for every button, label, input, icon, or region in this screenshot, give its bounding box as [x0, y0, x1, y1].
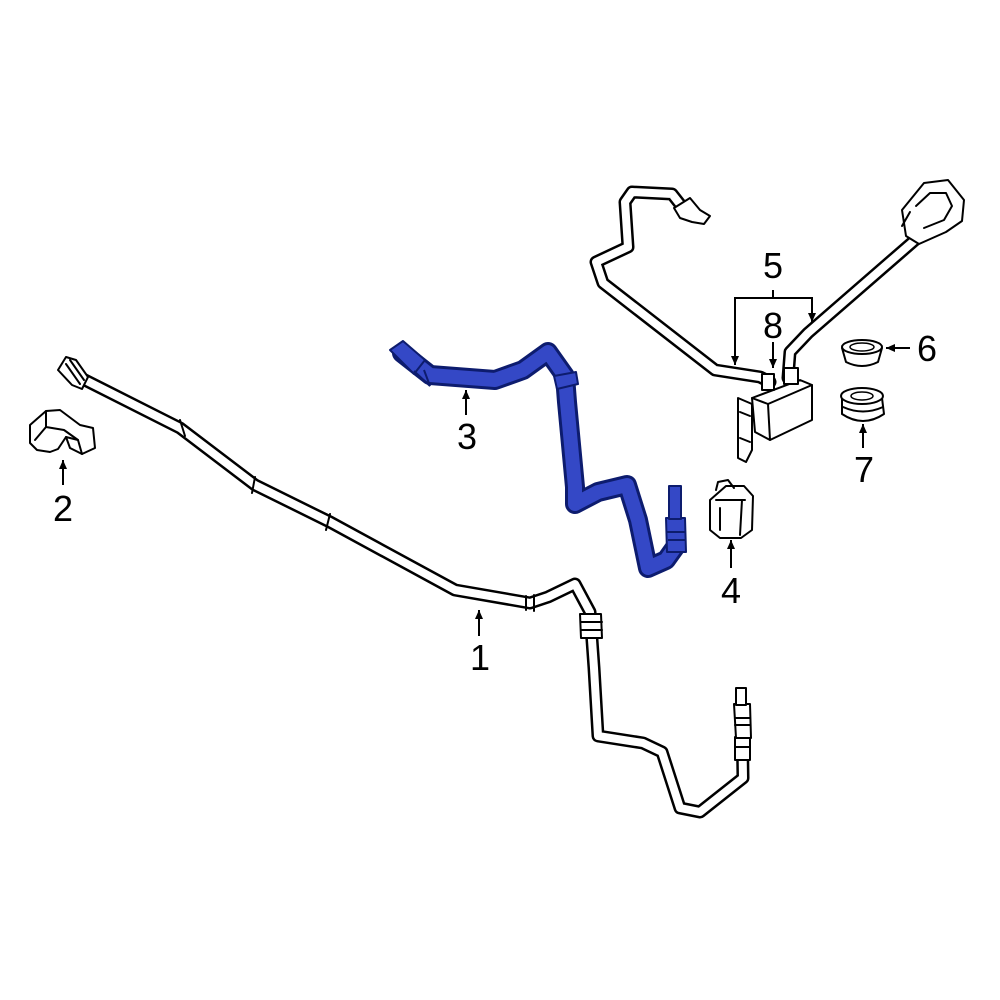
callout-label-7: 7 — [854, 449, 874, 490]
part-6-cap[interactable] — [841, 339, 883, 367]
part-4-bracket[interactable] — [709, 479, 754, 539]
part-7-grommet[interactable] — [840, 387, 885, 422]
callout-label-3: 3 — [457, 416, 477, 457]
callout-leaders — [59, 290, 910, 636]
callout-label-5: 5 — [763, 245, 783, 286]
part-3-highlighted-hose[interactable] — [389, 340, 687, 578]
part-8-expansion-valve[interactable] — [737, 367, 813, 463]
callout-label-1: 1 — [470, 637, 490, 678]
part-5-tube-assembly[interactable] — [589, 179, 965, 463]
part-1-end-fitting — [57, 356, 89, 390]
callout-label-2: 2 — [53, 488, 73, 529]
part-1-line-assembly[interactable] — [57, 356, 752, 819]
callout-label-4: 4 — [721, 570, 741, 611]
callout-label-8: 8 — [763, 305, 783, 346]
callout-label-6: 6 — [917, 328, 937, 369]
part-2-clip[interactable] — [29, 409, 96, 455]
